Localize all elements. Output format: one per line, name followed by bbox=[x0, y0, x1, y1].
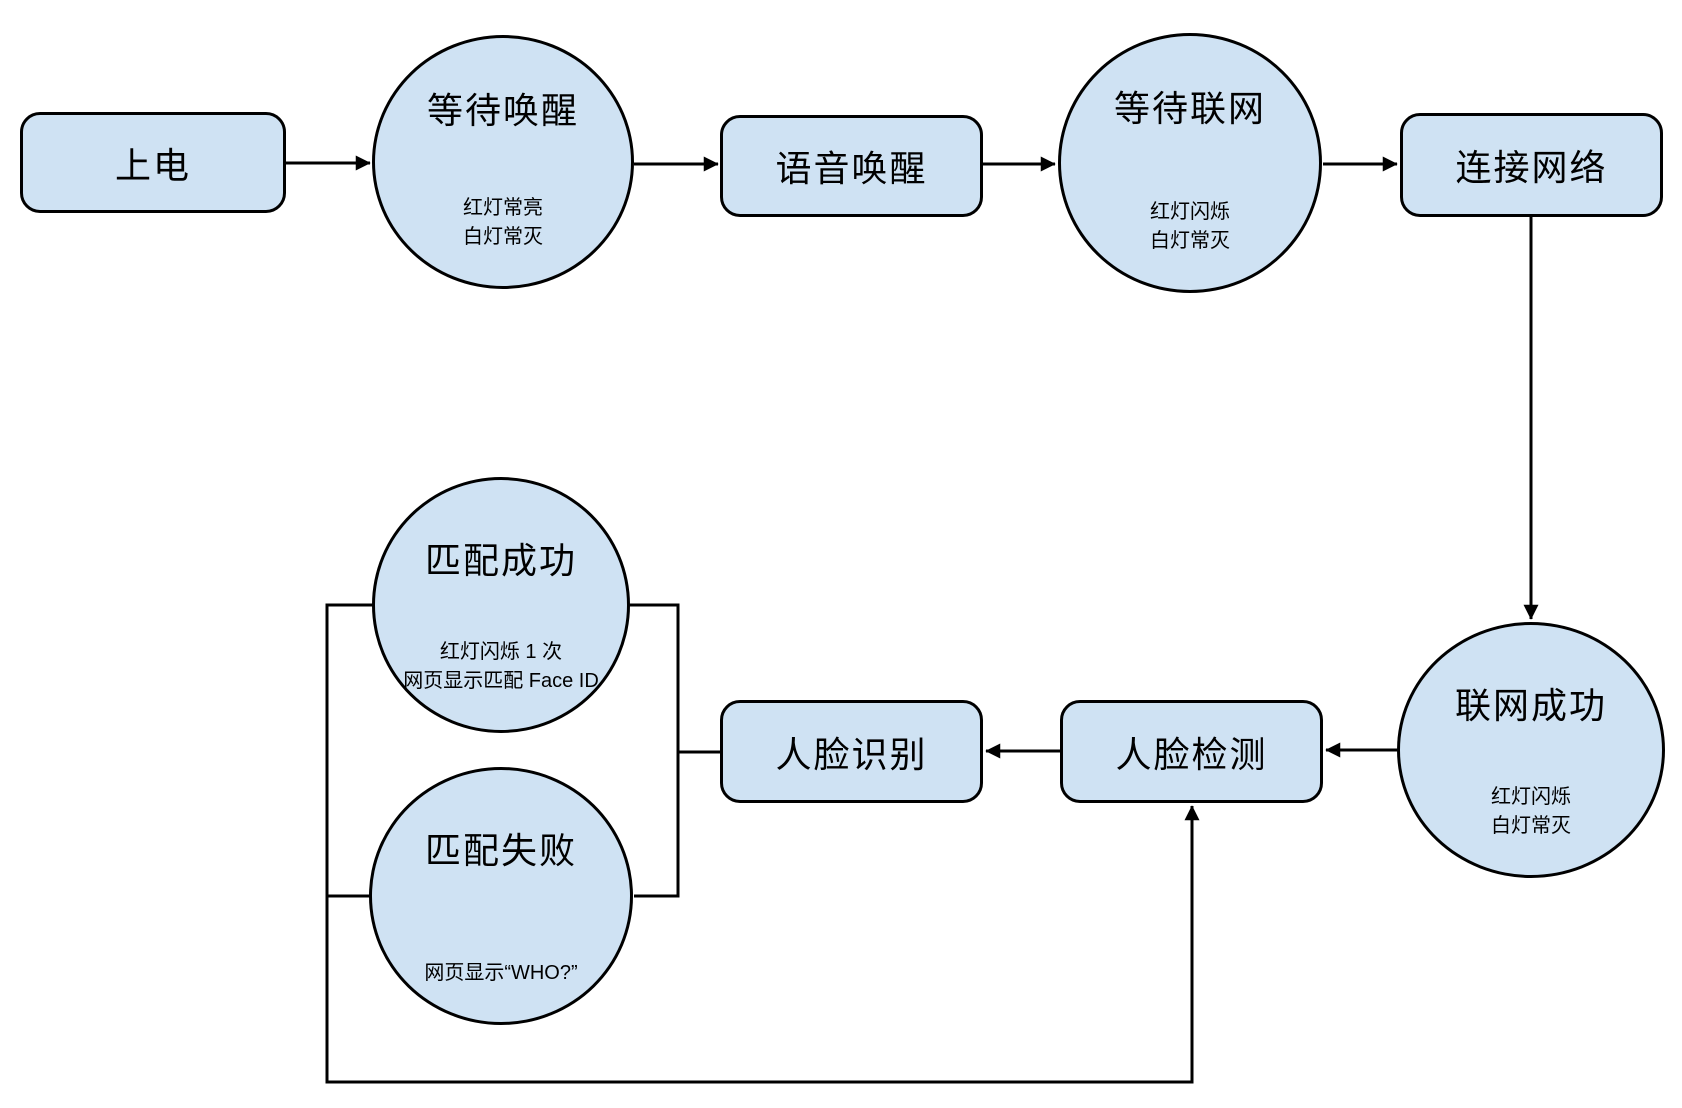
node-sub-line: 红灯闪烁 1 次 bbox=[439, 641, 563, 663]
node-subtext: 红灯闪烁 1 次 网页显示匹配 Face ID bbox=[335, 638, 667, 696]
node-face-detect: 人脸检测 bbox=[1060, 700, 1323, 803]
node-label: 语音唤醒 bbox=[775, 148, 928, 189]
node-sub-line: 白灯常灭 bbox=[463, 226, 543, 248]
node-sub-line: 红灯常亮 bbox=[463, 197, 543, 219]
node-label: 人脸识别 bbox=[775, 733, 928, 775]
edge-loopback-to-facedetect bbox=[325, 603, 1200, 1084]
node-power-on: 上电 bbox=[20, 112, 286, 213]
node-label: 人脸检测 bbox=[1115, 733, 1268, 775]
node-subtext: 网页显示“WHO?” bbox=[332, 959, 670, 988]
node-subtext: 红灯常亮 白灯常灭 bbox=[335, 194, 671, 252]
node-sub-line: 网页显示“WHO?” bbox=[424, 962, 578, 984]
node-label: 连接网络 bbox=[1455, 147, 1608, 188]
node-sub-line: 网页显示匹配 Face ID bbox=[403, 670, 599, 692]
node-title: 匹配成功 bbox=[424, 540, 577, 581]
node-title: 匹配失败 bbox=[424, 830, 577, 871]
node-label: 上电 bbox=[114, 144, 191, 186]
node-wait-wake: 等待唤醒 红灯常亮 白灯常灭 bbox=[372, 35, 634, 289]
node-voice-wake: 语音唤醒 bbox=[720, 115, 983, 217]
node-title: 等待联网 bbox=[1113, 88, 1266, 129]
node-face-recognize: 人脸识别 bbox=[720, 700, 983, 803]
node-subtext: 红灯闪烁 白灯常灭 bbox=[1021, 198, 1359, 256]
node-network-success: 联网成功 红灯闪烁 白灯常灭 bbox=[1397, 622, 1665, 878]
node-sub-line: 白灯常灭 bbox=[1491, 815, 1571, 837]
node-connect-network: 连接网络 bbox=[1400, 113, 1663, 217]
node-match-fail: 匹配失败 网页显示“WHO?” bbox=[369, 767, 633, 1025]
node-sub-line: 红灯闪烁 bbox=[1150, 201, 1230, 223]
node-wait-network: 等待联网 红灯闪烁 白灯常灭 bbox=[1058, 33, 1322, 293]
node-subtext: 红灯闪烁 白灯常灭 bbox=[1360, 783, 1682, 841]
node-title: 联网成功 bbox=[1454, 685, 1607, 726]
node-sub-line: 红灯闪烁 bbox=[1491, 786, 1571, 808]
node-match-success: 匹配成功 红灯闪烁 1 次 网页显示匹配 Face ID bbox=[372, 477, 630, 733]
node-title: 等待唤醒 bbox=[426, 90, 579, 131]
node-sub-line: 白灯常灭 bbox=[1150, 230, 1230, 252]
